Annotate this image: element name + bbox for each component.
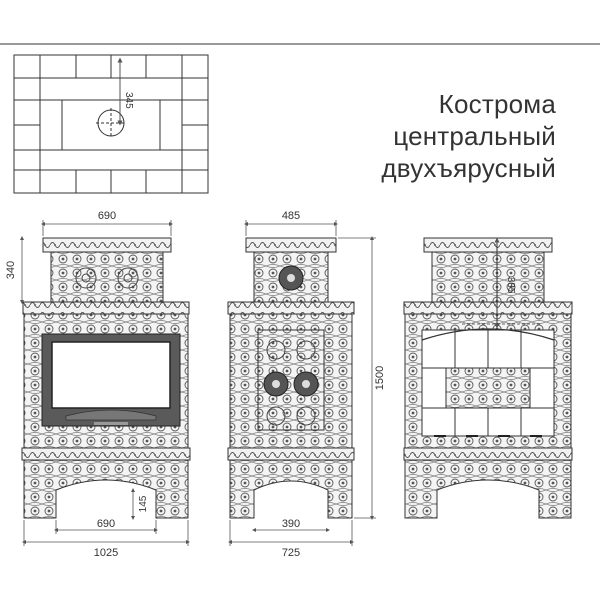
front-dim-bottom-inner: 690	[97, 518, 115, 530]
front-dim-total-width: 1025	[94, 547, 118, 559]
side-dim-top-width: 485	[282, 210, 300, 222]
front-dim-leg-height: 145	[138, 495, 149, 512]
section-dim-small: 385	[505, 277, 516, 294]
fireplace-glass	[51, 341, 171, 409]
title-line-3: двухъярусный	[381, 153, 556, 183]
front-dim-top-width: 690	[98, 210, 116, 222]
side-view	[227, 237, 355, 519]
plan-view	[13, 54, 209, 194]
title-block: Кострома центральный двухъярусный	[381, 88, 556, 184]
front-view	[21, 237, 191, 519]
side-dim-total-width: 725	[282, 547, 300, 559]
section-view	[403, 237, 573, 519]
title-line-1: Кострома	[438, 89, 556, 119]
front-dim-top-height: 340	[5, 261, 17, 279]
plan-dim-vertical: 345	[123, 92, 134, 109]
title-line-2: центральный	[393, 121, 556, 151]
side-dim-total-height: 1500	[374, 366, 386, 390]
side-dim-bottom-inner: 390	[282, 518, 300, 530]
